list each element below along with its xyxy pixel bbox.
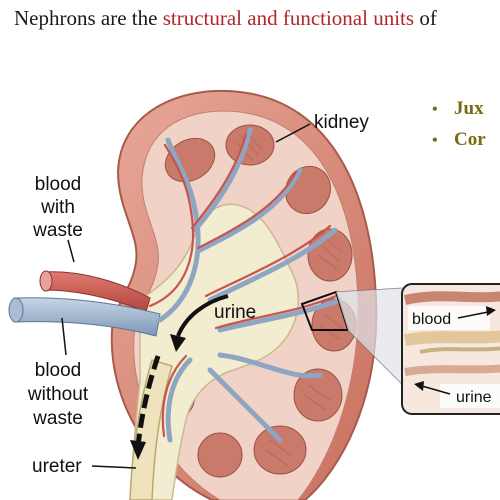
blood-without-waste-leader [61,317,67,356]
inset-label-blood: blood [412,311,451,328]
label-ureter: ureter [32,456,82,477]
bullet-item: • Cor [432,125,486,156]
label-blood-with-waste-1: blood [35,174,82,195]
blood-with-waste-leader [67,239,75,263]
label-urine: urine [214,302,256,323]
label-blood-with-waste-2: with [40,197,75,218]
ureter-arrowhead [130,440,146,460]
inset-urine-arrow [421,385,451,395]
inset-tubules [403,291,500,376]
inset-blood-label-bg [408,306,490,330]
vein-opening [8,297,24,323]
inset-connector [336,288,410,392]
renal-vein [13,297,161,337]
artery-opening [39,270,53,292]
urine-flow-arrow [176,294,229,337]
ureter [129,359,173,500]
ureter-flow-arrow [135,355,161,447]
bullet-dot: • [432,101,438,118]
label-blood-with-waste-3: waste [32,220,83,241]
bullet-text: Jux [454,98,484,119]
interlobar-arteries [148,132,338,438]
bullet-dot: • [432,132,438,149]
label-blood-without-waste-3: waste [32,408,83,429]
label-blood-without-waste-1: blood [35,360,82,381]
kidney-leader-line [275,123,311,143]
inset-urine-label-bg [440,384,500,408]
heading-prefix: Nephrons are the [14,6,163,30]
page-title: Nephrons are the structural and function… [14,4,437,32]
label-blood-without-waste-2: without [27,384,89,405]
bullet-text: Cor [454,129,486,150]
heading-accent: structural and functional units [162,6,415,30]
ureter-leader-line [91,465,137,469]
bullet-item: • Jux [432,94,486,125]
pyramid-striations [235,129,346,467]
bullet-list: • Jux • Cor [432,94,486,156]
inset-blood-arrow [457,311,489,319]
label-kidney: kidney [314,112,369,133]
interlobar-vessels [157,127,343,443]
heading-suffix: of [414,6,437,30]
urine-arrowhead [170,334,186,352]
renal-pyramids [154,124,357,478]
inset-label-urine: urine [456,389,492,406]
